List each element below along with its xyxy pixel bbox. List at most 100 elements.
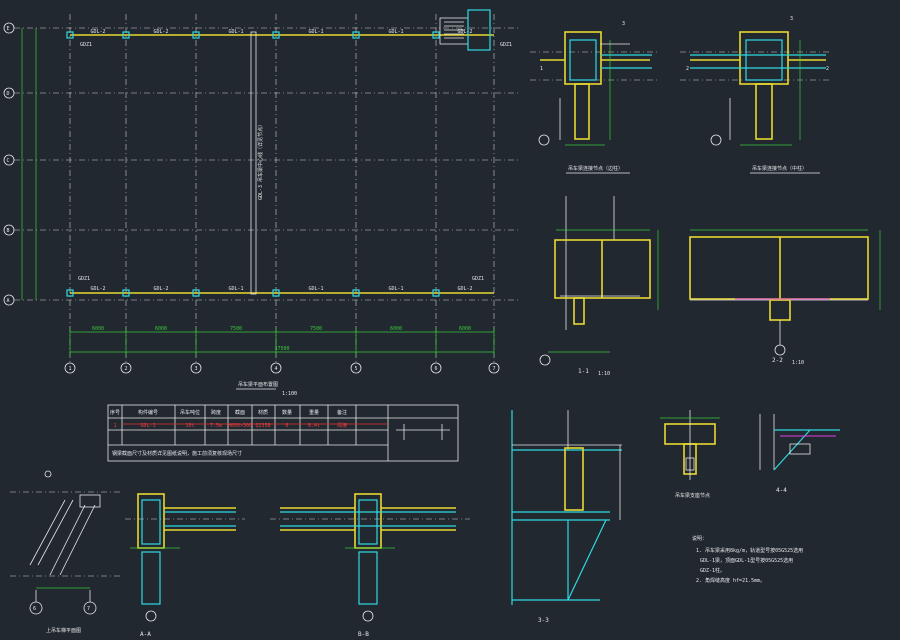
- col-label-7: 7: [492, 366, 495, 372]
- dim-2: 7500: [230, 326, 242, 332]
- col-label-6: 6: [434, 366, 437, 372]
- table-cell: H600×300: [228, 423, 252, 429]
- dim-3: 7500: [310, 326, 322, 332]
- table-header: 截面: [235, 409, 245, 416]
- table-cell: 6: [285, 423, 288, 429]
- col-label-2: 2: [124, 366, 127, 372]
- dim-total: 37500: [274, 346, 289, 352]
- svg-text:7: 7: [87, 606, 90, 612]
- bottom-beam-label: GDL-1: [388, 286, 403, 292]
- section-a-a: [125, 493, 245, 622]
- table-cell: 焊接: [337, 422, 347, 429]
- svg-text:2: 2: [686, 66, 689, 72]
- row-label-E: E: [7, 26, 10, 32]
- bottom-column: [272, 289, 280, 297]
- detail-support: [660, 410, 720, 480]
- top-column: [352, 31, 360, 39]
- svg-text:2: 2: [826, 66, 829, 72]
- top-column: [272, 31, 280, 39]
- col-bubble-4: [270, 362, 282, 374]
- section-2-2-label: 2-2: [772, 357, 783, 364]
- detail-connection-edge: [530, 31, 660, 146]
- top-beam-label: GDL-1: [228, 29, 243, 35]
- section-3-3: [511, 410, 622, 605]
- stair-top: [439, 9, 491, 51]
- svg-text:说明：: 说明：: [692, 535, 707, 542]
- table-note: 钢梁截面尺寸及材质详见图纸说明，施工前须复核现场尺寸: [112, 450, 242, 457]
- section-b-b: [270, 493, 470, 622]
- svg-text:GDL-3 吊车梁中心线（详见节点）: GDL-3 吊车梁中心线（详见节点）: [257, 122, 264, 200]
- svg-text:1:10: 1:10: [792, 360, 804, 366]
- dim-1: 6000: [155, 326, 167, 332]
- table-header: 材质: [258, 409, 268, 416]
- col-label-4: 4: [274, 366, 277, 372]
- col-bubble-3: [190, 362, 202, 374]
- crane-beam-plan: GDL-3 吊车梁中心线（详见节点）: [14, 9, 520, 362]
- top-column: [122, 31, 130, 39]
- bottom-beam-label: GDL-1: [228, 286, 243, 292]
- bottom-beam-label: GDL-2: [457, 286, 472, 292]
- row-bubble-C: [3, 154, 15, 166]
- bottom-column: [432, 289, 440, 297]
- top-column: [192, 31, 200, 39]
- corner-label: GDZ1: [472, 276, 484, 282]
- svg-text:GDL-1梁，顶面GDL-1型号按05G525选用: GDL-1梁，顶面GDL-1型号按05G525选用: [700, 557, 793, 564]
- section-a-a-label: A-A: [140, 631, 151, 638]
- top-beam-label: GDL-2: [153, 29, 168, 35]
- table-header: 吊车吨位: [180, 409, 200, 416]
- bottom-column: [192, 289, 200, 297]
- corner-label: GDZ1: [500, 42, 512, 48]
- svg-text:1: 1: [540, 66, 543, 72]
- plan-caption: 吊车梁平面布置图: [238, 381, 278, 388]
- top-column: [66, 31, 74, 39]
- section-4-4: [759, 414, 840, 471]
- top-beam-label: GDL-1: [388, 29, 403, 35]
- table-cell: GDL-1: [140, 423, 155, 429]
- svg-text:GDZ-1柱。: GDZ-1柱。: [700, 567, 725, 574]
- detail-3-caption: 吊车梁支座节点: [675, 492, 710, 499]
- section-1-1: [539, 196, 659, 366]
- row-label-A: A: [7, 298, 10, 304]
- bottom-column: [352, 289, 360, 297]
- bottom-beam-label: GDL-1: [308, 286, 323, 292]
- section-1-1-label: 1-1: [578, 368, 589, 375]
- corner-label: GDZ1: [78, 276, 90, 282]
- detail-2-caption: 吊车梁连接节点（中柱）: [752, 165, 807, 172]
- col-bubble-5: [350, 362, 362, 374]
- row-label-B: B: [7, 228, 10, 234]
- table-header: 重量: [309, 409, 319, 416]
- row-bubble-A: [3, 294, 15, 306]
- general-notes: 说明： 1. 吊车梁采用8kg/m，轨道型号按05G525选用 GDL-1梁，顶…: [692, 535, 803, 584]
- detail-1-caption: 吊车梁连接节点（边柱）: [568, 165, 623, 172]
- table-cell: 10t: [185, 423, 194, 429]
- top-beam-label: GDL-2: [90, 29, 105, 35]
- svg-text:3: 3: [790, 16, 793, 22]
- plan-scale: 1:100: [282, 391, 297, 397]
- col-label-5: 5: [354, 366, 357, 372]
- stair-caption: 上吊车梯平面图: [46, 627, 81, 634]
- row-label-D: D: [7, 91, 10, 97]
- table-header: 构件编号: [138, 409, 158, 416]
- dim-0: 6000: [92, 326, 104, 332]
- bottom-beam-label: GDL-2: [90, 286, 105, 292]
- col-label-1: 1: [68, 366, 71, 372]
- col-bubble-6: [430, 362, 442, 374]
- svg-text:1. 吊车梁采用8kg/m，轨道型号按05G525选用: 1. 吊车梁采用8kg/m，轨道型号按05G525选用: [696, 547, 803, 554]
- section-4-4-label: 4-4: [776, 487, 787, 494]
- svg-text:3: 3: [622, 21, 625, 27]
- table-header: 备注: [337, 409, 347, 416]
- row-label-C: C: [7, 158, 10, 164]
- table-cell: 8.4t: [308, 423, 320, 429]
- top-column: [432, 31, 440, 39]
- table-header: 序号: [110, 409, 120, 416]
- table-header: 跨度: [211, 409, 221, 416]
- section-2-2: [689, 229, 881, 356]
- detail-connection-middle: [680, 31, 830, 146]
- bottom-column: [66, 289, 74, 297]
- col-label-3: 3: [194, 366, 197, 372]
- dim-4: 6000: [390, 326, 402, 332]
- section-b-b-label: B-B: [358, 631, 369, 638]
- dim-5: 6000: [459, 326, 471, 332]
- row-bubble-D: [3, 87, 15, 99]
- top-beam-label: GDL-1: [308, 29, 323, 35]
